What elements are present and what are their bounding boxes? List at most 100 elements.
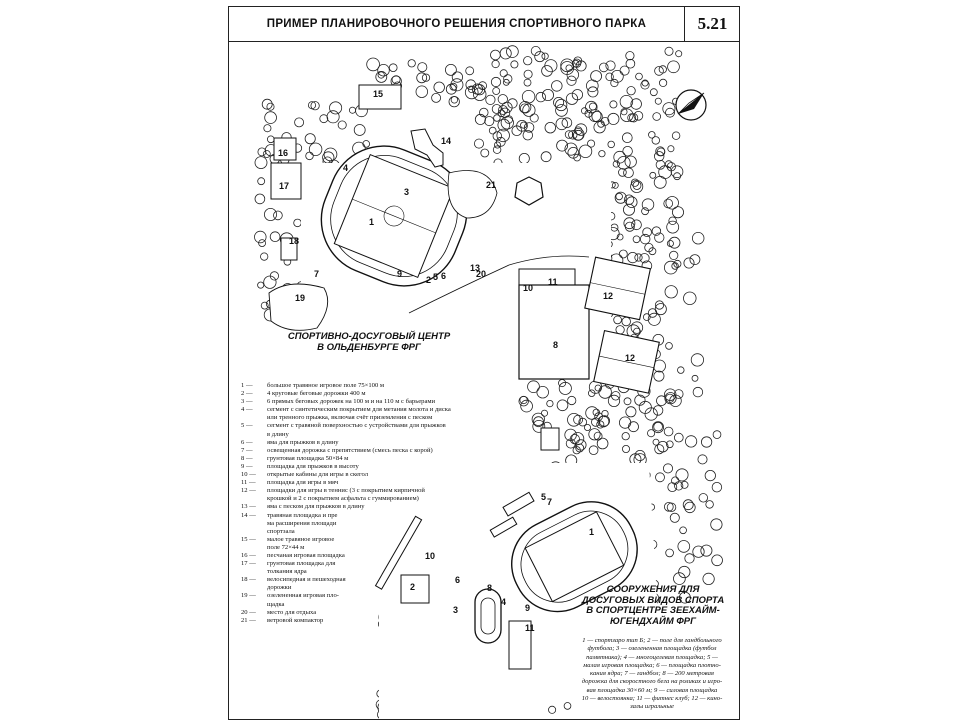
legend-row: спортзала — [241, 528, 491, 536]
plan2-label: 8 — [487, 583, 493, 593]
legend-text: грунтовая площадка для — [267, 560, 336, 568]
plan1-label: 15 — [373, 89, 384, 99]
plan2-label: 10 — [425, 551, 436, 561]
legend-number: 5 — — [241, 422, 253, 430]
plan2-label: 11 — [525, 623, 535, 633]
plan1-label: 3 — [404, 187, 410, 197]
legend-number: 21 — — [241, 616, 256, 624]
legend2-line: футбола; 3 — озелененная площадка (футбо… — [587, 645, 717, 653]
legend-number — [241, 528, 267, 536]
legend-number: 15 — — [241, 535, 256, 543]
legend-number: 13 — — [241, 503, 256, 511]
plan1-label: 17 — [279, 181, 290, 191]
legend-text: малое травяное игровое — [267, 535, 335, 543]
legend2-line: памятника); 4 — многоцелевая площадка; 5… — [586, 653, 718, 661]
plan2-label: 2 — [410, 582, 416, 592]
plan2-label: 5 — [541, 492, 547, 502]
figure-number: 5.21 — [684, 7, 739, 41]
legend-number — [241, 568, 267, 576]
legend-row: 12 —площадки для игры в теннис (3 с покр… — [241, 487, 491, 495]
plan2-label: 3 — [453, 605, 459, 615]
legend-number: 1 — — [241, 382, 253, 389]
legend-row: 6 —яма для прыжков в длину — [241, 439, 491, 447]
legend-number — [241, 520, 267, 528]
legend-row: 11 — площадка для игры в мяч — [241, 479, 491, 487]
legend-text: яма с песком для прыжков в длину — [267, 503, 365, 511]
legend-text: дорожки — [267, 584, 292, 592]
plan1-legend: 1 — большое травяное игровое поле 75×100 … — [241, 382, 491, 625]
legend-text: площадка для игры в мяч — [267, 479, 339, 487]
plan1-label: 13 — [470, 263, 481, 273]
legend-number — [241, 544, 267, 552]
legend-row: 9 —площадка для прыжков в высоту — [241, 463, 491, 471]
legend-row: 7 —освещенная дорожка с препятствием (см… — [241, 447, 491, 455]
plan1-label: 20 — [476, 269, 487, 279]
legend-row: 20 — место для отдыха — [241, 609, 491, 617]
legend-number — [241, 584, 267, 592]
legend-row: 13 — яма с песком для прыжков в длину — [241, 503, 491, 511]
legend-row: 1 — большое травяное игровое поле 75×100 … — [241, 382, 491, 390]
legend-text: освещенная дорожка с препятствием (смесь… — [267, 446, 433, 454]
legend2-line: кания ядра; 7 — гандбол; 8 — 200 метрова… — [590, 670, 714, 678]
plan2-label: 9 — [525, 603, 531, 613]
legend2-line: 10 — велостоянка; 11 — фитнес клуб; 12 —… — [581, 695, 723, 703]
document-sheet: ПРИМЕР ПЛАНИРОВОЧНОГО РЕШЕНИЯ СПОРТИВНОГ… — [228, 6, 740, 720]
legend-text: открытые кабины для игры в скегол — [267, 471, 369, 479]
legend-number — [241, 601, 267, 609]
legend-number: 17 — — [241, 560, 256, 568]
legend-row: щадка — [241, 601, 491, 609]
legend-row: 16 —песчаная игровая площадка — [241, 552, 491, 560]
plan2-label: 4 — [501, 597, 507, 607]
legend-row: 2 —4 круговые беговые дорожки 400 м — [241, 390, 491, 398]
legend-row: 15 — малое травяное игровое — [241, 536, 491, 544]
plan1-label: 2 — [426, 275, 432, 285]
north-arrow-icon — [675, 89, 707, 121]
plan2-title-line: В СПОРТЦЕНТРЕ ЗЕЕХАЙМ- — [586, 605, 720, 616]
plan1-title-line: В ОЛЬДЕНБУРГЕ ФРГ — [317, 342, 421, 353]
legend-text: большое травяное игровое поле 75×100 м — [267, 382, 385, 389]
legend-row: 17 — грунтовая площадка для — [241, 560, 491, 568]
legend-text: озелененная игровая пло- — [267, 592, 339, 600]
legend-text: сегмент с травяной поверхностью с устрой… — [267, 422, 446, 430]
legend-text: крошкой и 2 с покрытием асфальта с гумми… — [267, 495, 419, 503]
plan1-label: 5 — [433, 272, 439, 282]
legend-number: 14 — — [241, 511, 256, 519]
plan1-label: 12 — [603, 291, 614, 301]
legend-text: яма для прыжков в длину — [267, 438, 339, 446]
legend-text: или тренного прыжка, включая счёт призем… — [267, 414, 433, 422]
legend-row: толкания ядра — [241, 568, 491, 576]
plan1-label: 4 — [343, 163, 349, 173]
legend-text: место для отдыха — [267, 608, 317, 616]
page-title: ПРИМЕР ПЛАНИРОВОЧНОГО РЕШЕНИЯ СПОРТИВНОГ… — [266, 18, 647, 30]
legend-number: 4 — — [241, 406, 253, 414]
legend-number: 11 — — [241, 479, 256, 487]
plan-oldenburg — [268, 84, 660, 451]
legend2-line: залы игральные — [630, 703, 674, 711]
site-plan-drawing — [254, 45, 723, 719]
legend-number — [241, 495, 267, 503]
plan1-label: 6 — [441, 271, 447, 281]
plan1-label: 9 — [397, 269, 403, 279]
legend-number: 3 — — [241, 398, 253, 406]
plan2-title: СООРУЖЕНИЯ ДЛЯ ДОСУГОВЫХ ВИДОВ СПОРТА В … — [569, 584, 737, 627]
legend-number — [241, 431, 267, 439]
plan1-label: 8 — [553, 340, 559, 350]
legend-text: спортзала — [267, 527, 295, 535]
plan2-title-line: СООРУЖЕНИЯ ДЛЯ — [606, 584, 700, 595]
legend-row: крошкой и 2 с покрытием асфальта с гумми… — [241, 495, 491, 503]
legend-row: или тренного прыжка, включая счёт призем… — [241, 414, 491, 422]
legend-row: 3 —6 прямых беговых дорожек на 100 м и н… — [241, 398, 491, 406]
plan2-label: 7 — [547, 497, 553, 507]
legend-number: 12 — — [241, 487, 256, 495]
legend-number: 9 — — [241, 462, 253, 470]
legend-number: 20 — — [241, 608, 256, 616]
legend-row: 19 — озелененная игровая пло- — [241, 592, 491, 600]
legend-number: 8 — — [241, 454, 253, 462]
legend-number: 19 — — [241, 592, 256, 600]
legend-row: 4 —сегмент с синтетическим покрытием для… — [241, 406, 491, 414]
legend-text: толкания ядра — [267, 568, 307, 576]
legend-text: поле 72×44 м — [267, 543, 305, 551]
plan2-legend: 1 — спортзаро тип Б; 2 — поле для гандбо… — [567, 637, 737, 712]
plan1-label: 7 — [314, 269, 320, 279]
legend-text: ветровой компактор — [267, 616, 324, 624]
